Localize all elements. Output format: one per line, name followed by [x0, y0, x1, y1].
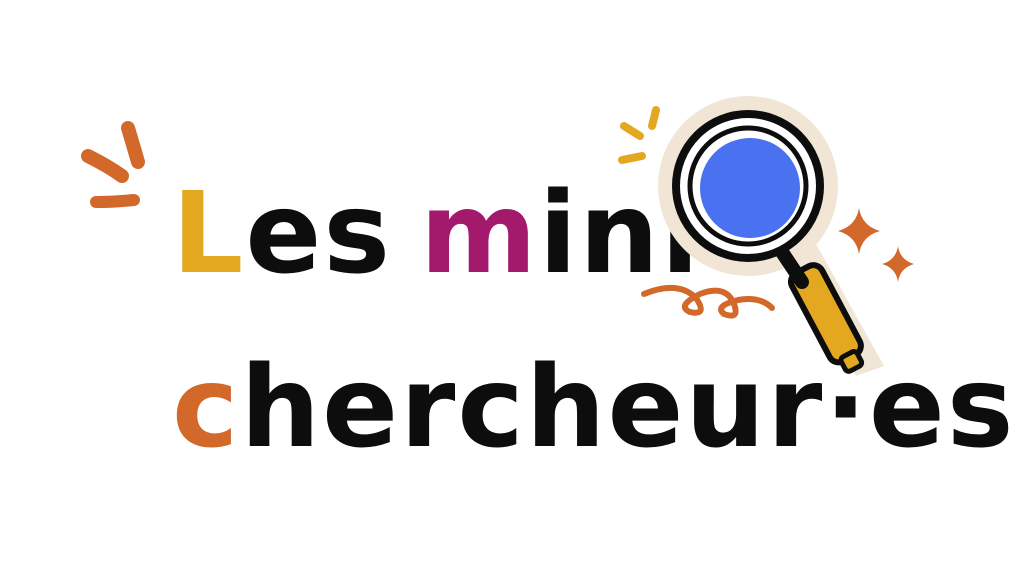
burst-lines-icon: [618, 106, 660, 164]
sparkle-icon: [838, 208, 880, 254]
title-word-es: es: [245, 169, 392, 299]
magnifying-glass-icon: [658, 96, 884, 376]
title-accent-letter-c: c: [172, 343, 241, 473]
squiggle-icon: [641, 285, 775, 319]
title-line-2: chercheur·es: [172, 352, 1016, 464]
sparkle-icon: [882, 246, 914, 282]
burst-lines-icon: [81, 121, 145, 208]
title-accent-letter-l: L: [172, 169, 246, 299]
title-word-hercheur-es: hercheur·es: [240, 343, 1016, 473]
title-accent-letter-m: m: [420, 169, 539, 299]
